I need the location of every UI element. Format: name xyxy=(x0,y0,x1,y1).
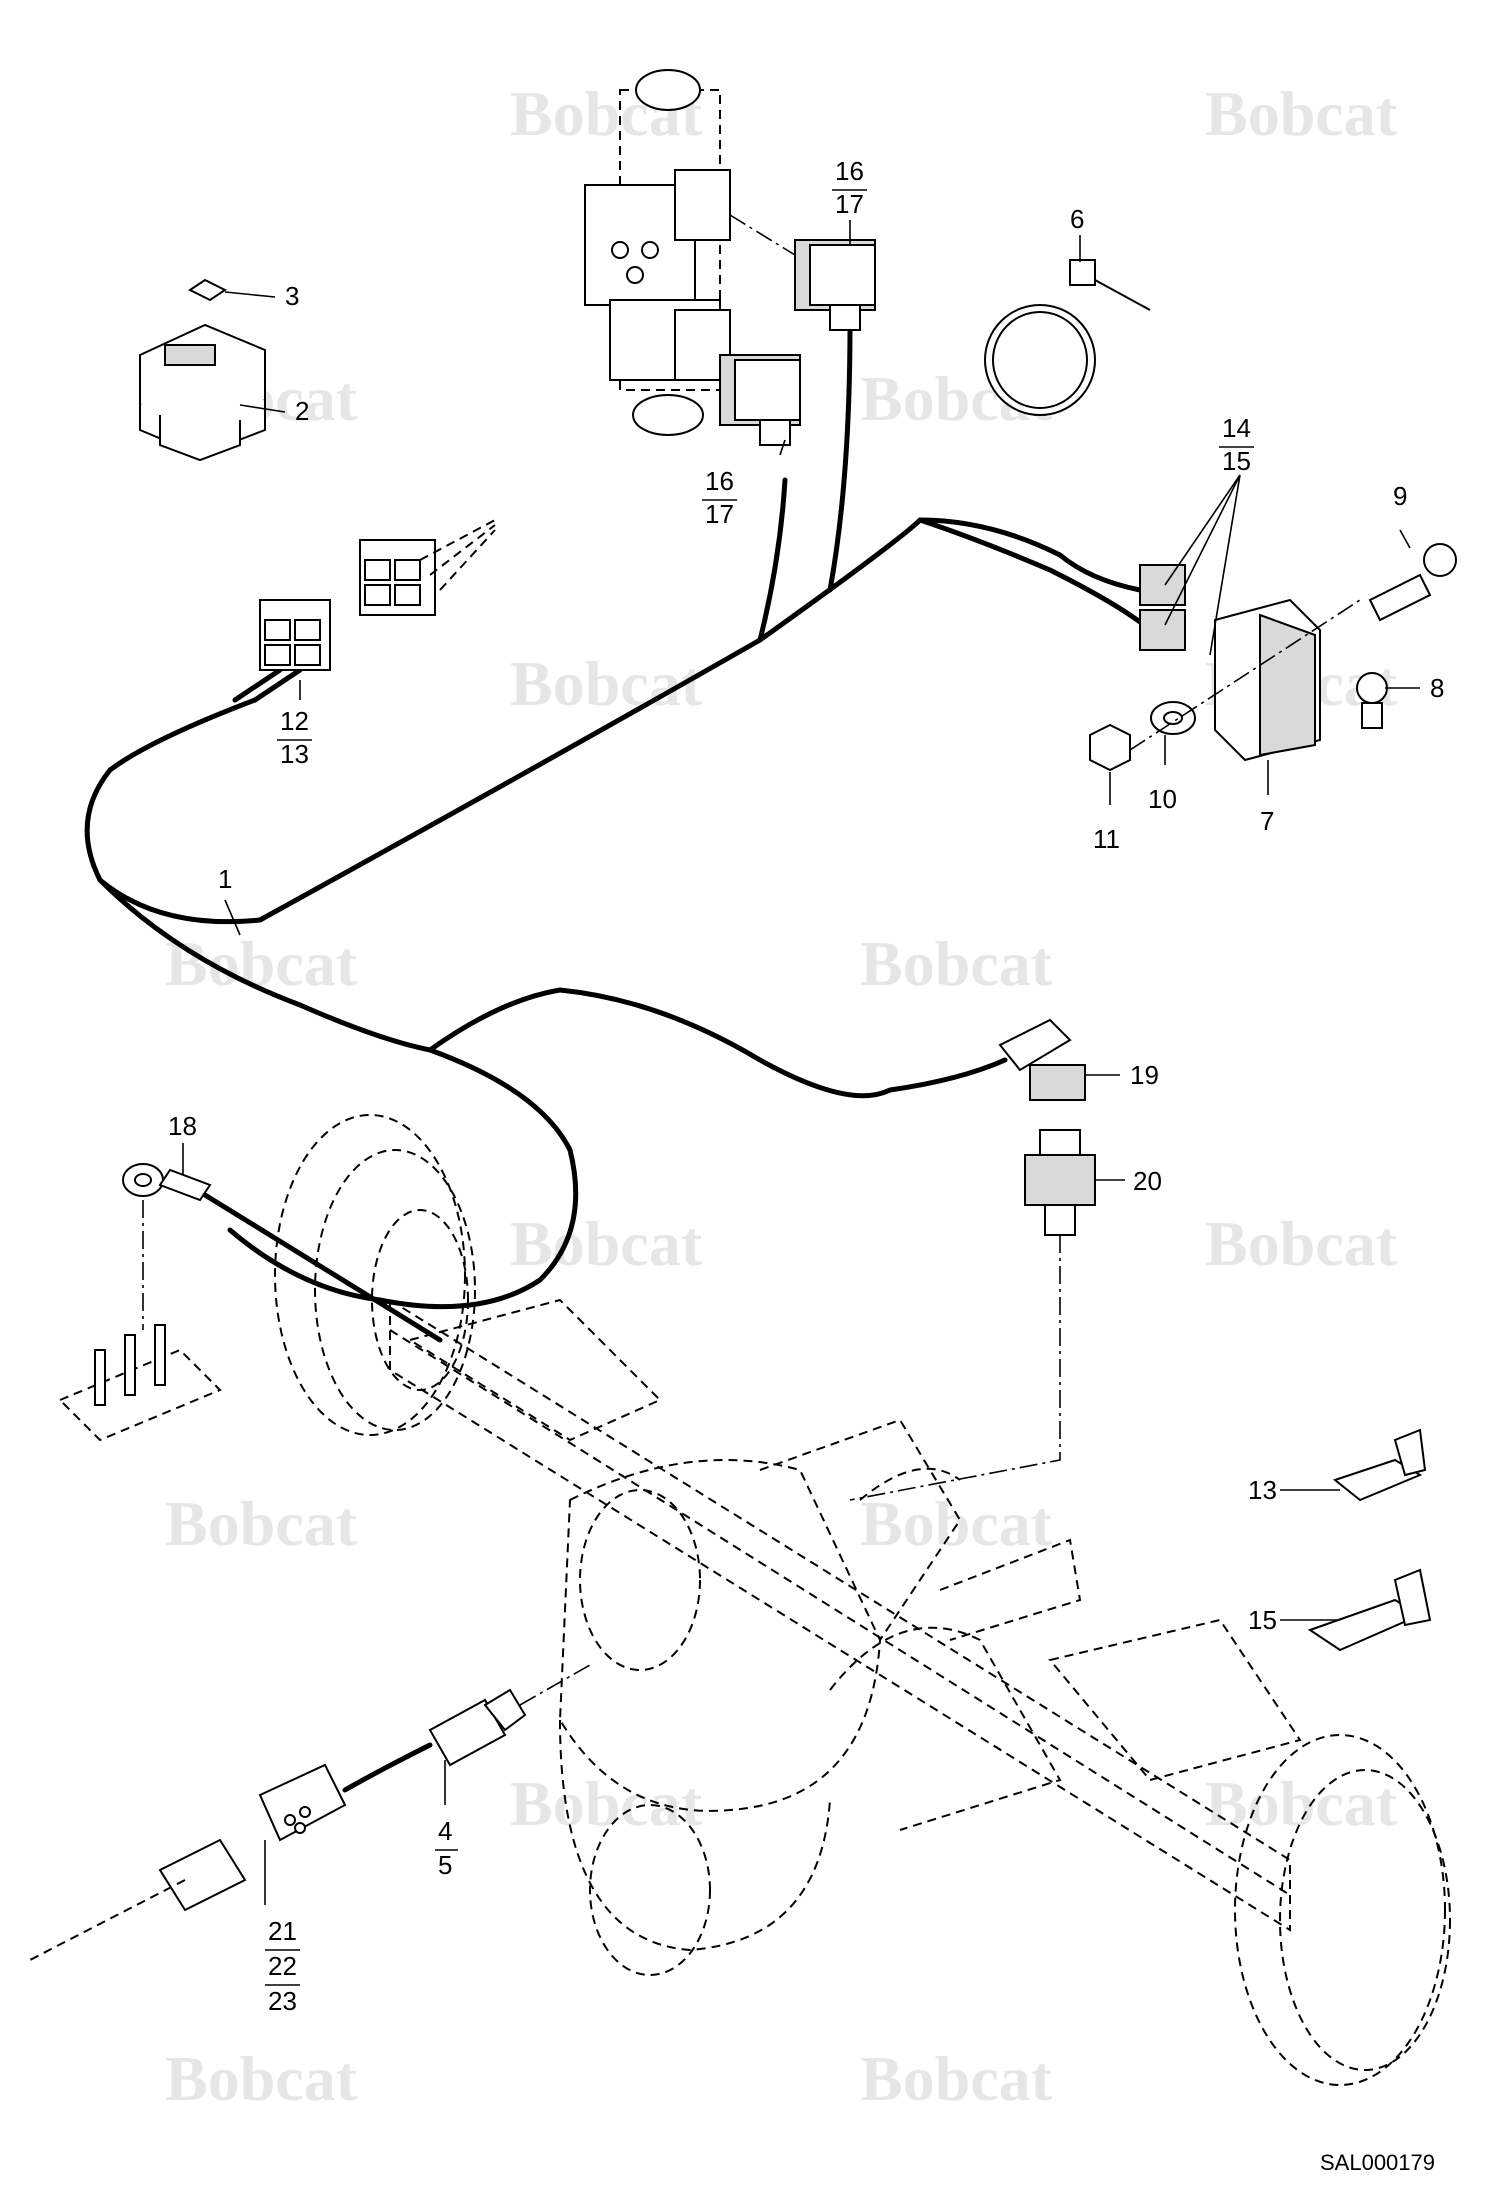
watermark: Bobcat xyxy=(1205,78,1398,149)
ring-terminal xyxy=(122,1163,443,1343)
callout-10: 10 xyxy=(1148,784,1177,814)
callout-18: 18 xyxy=(168,1111,197,1141)
watermark: Bobcat xyxy=(860,928,1053,999)
callouts: 3 2 6 16 17 16 17 14 15 9 8 10 11 7 12 1… xyxy=(168,156,1444,2016)
svg-text:Bobcat: Bobcat xyxy=(510,1208,703,1279)
callout-13-lower: 13 xyxy=(1248,1475,1277,1505)
terminal-connectors xyxy=(1139,564,1186,651)
terminal-13 xyxy=(1332,1428,1427,1502)
callout-19: 19 xyxy=(1130,1060,1159,1090)
watermark: Bobcat xyxy=(510,1768,703,1839)
svg-text:Bobcat: Bobcat xyxy=(510,648,703,719)
callout-5: 5 xyxy=(438,1850,452,1880)
cable-tie xyxy=(984,259,1151,416)
callout-12: 12 xyxy=(280,706,309,736)
callout-21: 21 xyxy=(268,1916,297,1946)
washer xyxy=(1150,701,1196,735)
nut xyxy=(1089,723,1131,772)
screw xyxy=(1368,543,1457,622)
svg-text:Bobcat: Bobcat xyxy=(1205,78,1398,149)
callout-11: 11 xyxy=(1093,824,1120,854)
callout-3: 3 xyxy=(285,281,299,311)
watermark: Bobcat xyxy=(860,2043,1053,2114)
callout-13-upper: 13 xyxy=(280,739,309,769)
drawing-reference: SAL000179 xyxy=(1320,2150,1435,2175)
sensor-plug xyxy=(29,1763,347,1961)
connector-block xyxy=(259,519,496,671)
svg-text:Bobcat: Bobcat xyxy=(510,1768,703,1839)
callout-17-upper: 17 xyxy=(835,189,864,219)
lamp-axis-line xyxy=(1129,599,1361,751)
callout-16-upper: 16 xyxy=(835,156,864,186)
callout-15-upper: 15 xyxy=(1222,446,1251,476)
callout-2: 2 xyxy=(295,396,309,426)
speed-sensor xyxy=(342,1664,591,1793)
svg-text:Bobcat: Bobcat xyxy=(1205,1208,1398,1279)
watermark: Bobcat xyxy=(510,1208,703,1279)
sensor-connector xyxy=(998,1018,1086,1101)
watermark: Bobcat xyxy=(860,1488,1053,1559)
callout-9: 9 xyxy=(1393,481,1407,511)
callout-23: 23 xyxy=(268,1986,297,2016)
bulb xyxy=(1356,672,1388,729)
callout-4: 4 xyxy=(438,1816,452,1846)
svg-text:Bobcat: Bobcat xyxy=(165,2043,358,2114)
callout-15-lower: 15 xyxy=(1248,1605,1277,1635)
leader-lines xyxy=(182,220,1420,1905)
watermark: Bobcat xyxy=(165,2043,358,2114)
callout-22: 22 xyxy=(268,1951,297,1981)
svg-text:Bobcat: Bobcat xyxy=(860,928,1053,999)
watermark: Bobcat xyxy=(1205,1768,1398,1839)
callout-16-lower: 16 xyxy=(705,466,734,496)
svg-text:Bobcat: Bobcat xyxy=(1205,1768,1398,1839)
ground-studs xyxy=(58,1324,222,1442)
coil-connector-upper xyxy=(729,214,876,331)
axle-assembly xyxy=(274,1114,1451,2086)
callout-1: 1 xyxy=(218,864,232,894)
callout-17-lower: 17 xyxy=(705,499,734,529)
svg-text:Bobcat: Bobcat xyxy=(165,1488,358,1559)
callout-20: 20 xyxy=(1133,1166,1162,1196)
callout-8: 8 xyxy=(1430,673,1444,703)
wiring-harness xyxy=(84,322,1143,1310)
watermark: Bobcat xyxy=(1205,1208,1398,1279)
terminal-15 xyxy=(1307,1568,1432,1652)
switch-cap xyxy=(188,278,227,302)
lamp-housing xyxy=(1214,598,1321,762)
svg-text:Bobcat: Bobcat xyxy=(860,2043,1053,2114)
callout-7: 7 xyxy=(1260,806,1274,836)
rocker-switch xyxy=(139,323,266,462)
pressure-switch xyxy=(849,1129,1096,1501)
svg-text:Bobcat: Bobcat xyxy=(860,1488,1053,1559)
solenoid-valve xyxy=(584,69,731,436)
callout-14: 14 xyxy=(1222,413,1251,443)
watermark: Bobcat xyxy=(165,1488,358,1559)
watermark: Bobcat xyxy=(510,648,703,719)
callout-6: 6 xyxy=(1070,204,1084,234)
coil-connector-lower xyxy=(719,354,801,446)
